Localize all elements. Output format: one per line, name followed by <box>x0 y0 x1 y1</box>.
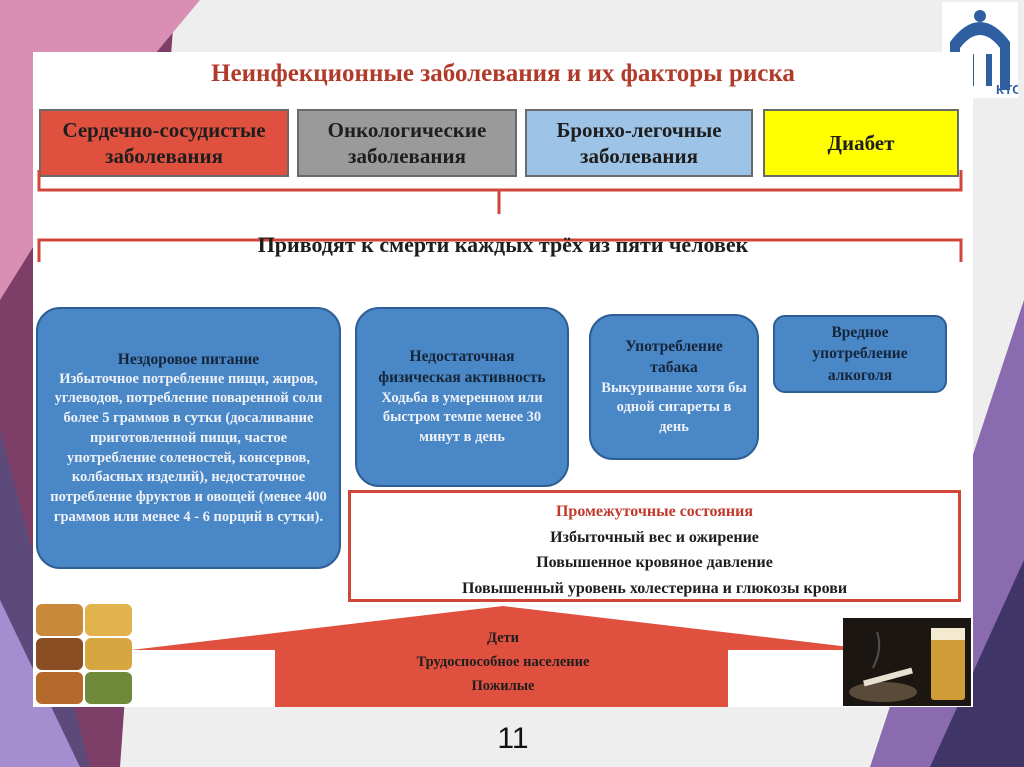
risk-factor-title: Недостаточная физическая активность <box>378 348 546 387</box>
risk-factor-nutrition: Нездоровое питание Избыточное потреблени… <box>36 307 341 569</box>
category-line1: Сердечно-сосудистые <box>62 117 266 142</box>
fast-food-image <box>36 604 132 704</box>
risk-factor-desc: Выкуривание хотя бы одной сигареты в ден… <box>601 379 747 435</box>
population-groups: Дети Трудоспособное население Пожилые <box>393 627 613 699</box>
risk-factor-desc: Ходьба в умеренном или быстром темпе мен… <box>381 389 543 445</box>
bracket-connectors <box>37 170 963 262</box>
intermediate-item: Избыточный вес и ожирение <box>550 528 759 546</box>
population-roof-shape <box>131 606 875 707</box>
category-line2: заболевания <box>348 144 466 168</box>
slide-title: Неинфекционные заболевания и их факторы … <box>211 60 795 87</box>
intermediate-item: Повышенный уровень холестерина и глюкозы… <box>461 579 848 597</box>
category-diabetes: Диабет <box>763 109 959 177</box>
risk-factor-title: Вредное употребление алкоголя <box>812 324 908 384</box>
page-number: 11 <box>497 722 529 755</box>
population-item: Пожилые <box>471 677 535 694</box>
risk-factor-title: Употребление табака <box>625 338 723 377</box>
risk-factor-title: Нездоровое питание <box>117 350 260 368</box>
intermediate-title: Промежуточные состояния <box>555 503 753 520</box>
logo-text: КТС <box>996 82 1018 97</box>
risk-factor-tobacco: Употребление табака Выкуривание хотя бы … <box>589 314 759 460</box>
population-item: Трудоспособное население <box>416 653 590 670</box>
risk-factor-activity: Недостаточная физическая активность Ходь… <box>355 307 569 487</box>
risk-factor-desc: Избыточное потребление пищи, жиров, угле… <box>50 370 327 525</box>
category-line2: заболевания <box>580 144 698 168</box>
category-line1: Онкологические <box>327 117 487 142</box>
category-line1: Диабет <box>827 130 895 155</box>
population-item: Дети <box>486 630 520 646</box>
intermediate-item: Повышенное кровяное давление <box>536 554 773 572</box>
slide-panel: Неинфекционные заболевания и их факторы … <box>33 52 973 707</box>
intermediate-conditions-box: Промежуточные состояния Избыточный вес и… <box>348 490 961 602</box>
mortality-statement: Приводят к смерти каждых трёх из пяти че… <box>257 232 749 257</box>
category-line2: заболевания <box>105 144 223 168</box>
risk-factor-alcohol: Вредное употребление алкоголя <box>773 315 947 393</box>
category-line1: Бронхо-легочные <box>556 117 722 142</box>
alcohol-tobacco-image <box>843 618 971 706</box>
